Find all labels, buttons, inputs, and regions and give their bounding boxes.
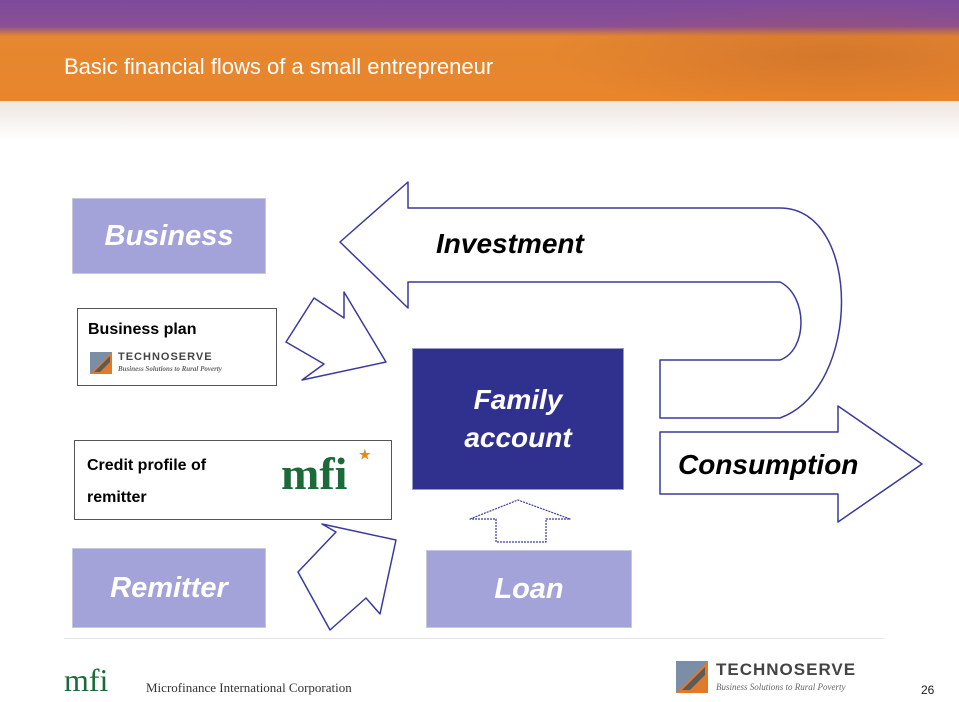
page-title: Basic financial flows of a small entrepr… — [64, 54, 494, 79]
technoserve-footer-logo: TECHNOSERVE Business Solutions to Rural … — [676, 659, 900, 695]
technoserve-footer-wordmark: TECHNOSERVE — [716, 660, 857, 679]
credit-profile-card: Credit profile of remitter mfi ★ — [74, 440, 392, 520]
credit-profile-label-line1: Credit profile of — [87, 457, 207, 474]
family-account-box: Family account — [412, 348, 624, 490]
technoserve-tagline: Business Solutions to Rural Poverty — [118, 365, 222, 373]
credit-profile-label-line2: remitter — [87, 489, 147, 506]
remitter-box: Remitter — [72, 548, 266, 628]
family-label-line2: account — [464, 422, 572, 453]
business-plan-arrow — [285, 291, 387, 381]
consumption-label: Consumption — [678, 449, 859, 480]
mfi-logo-card: mfi — [281, 449, 347, 499]
mfi-footer-wordmark: mfi — [64, 662, 109, 698]
loan-box: Loan — [426, 550, 632, 628]
investment-label: Investment — [436, 228, 584, 259]
business-box: Business — [72, 198, 266, 274]
remitter-label: Remitter — [110, 571, 228, 604]
technoserve-emblem-icon — [676, 661, 708, 693]
mfi-footer-logo: mfi Microfinance International Corporati… — [64, 662, 384, 698]
header-banner — [0, 0, 959, 101]
technoserve-wordmark: TECHNOSERVE — [118, 351, 213, 363]
consumption-arrow — [659, 405, 923, 523]
family-label-line1: Family — [473, 384, 563, 415]
technoserve-logo-small: TECHNOSERVE Business Solutions to Rural … — [90, 351, 270, 377]
header-world-map-shading — [539, 0, 959, 101]
technoserve-footer-tagline: Business Solutions to Rural Poverty — [716, 682, 846, 692]
business-label: Business — [104, 219, 234, 252]
remitter-arrow — [297, 523, 397, 631]
header-fade — [0, 101, 959, 141]
page-number: 26 — [921, 683, 935, 697]
business-plan-label: Business plan — [88, 321, 197, 338]
loan-arrow — [469, 499, 571, 543]
mfi-corp-name: Microfinance International Corporation — [146, 680, 352, 695]
business-plan-card: Business plan TECHNOSERVE Business Solut… — [77, 308, 277, 386]
star-icon: ★ — [359, 447, 371, 462]
footer-divider — [64, 638, 884, 639]
investment-arrow — [339, 181, 843, 419]
technoserve-emblem-icon — [90, 352, 112, 374]
mfi-wordmark: mfi — [281, 448, 348, 499]
loan-label: Loan — [494, 572, 564, 605]
